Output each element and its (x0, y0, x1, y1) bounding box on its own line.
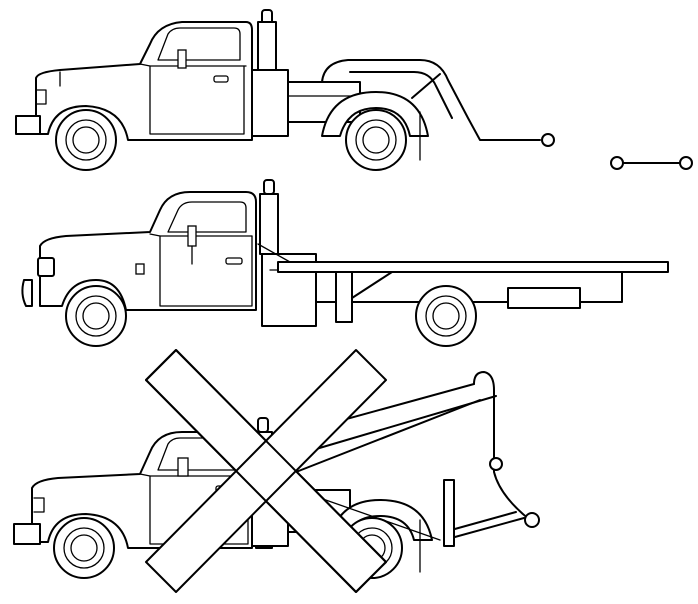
side-mirror (187, 225, 197, 247)
front-wheel (65, 285, 127, 347)
cab-body (35, 21, 253, 141)
flatbed-deck (277, 261, 669, 273)
front-bumper (15, 115, 41, 135)
front-wheel (53, 517, 115, 579)
sling-cable (473, 371, 531, 521)
wheel-lift-tow-truck (15, 9, 555, 171)
bed-support (335, 271, 353, 323)
tow-mast (259, 193, 279, 255)
tow-body (251, 69, 289, 137)
wheel-lift-boom (321, 59, 541, 141)
beacon-light (257, 417, 269, 433)
side-mirror (177, 49, 187, 69)
tow-mast (257, 21, 277, 71)
sling-hook (524, 512, 540, 528)
rear-wheel (415, 285, 477, 347)
rear-wheel (345, 109, 407, 171)
turn-signal (135, 263, 145, 275)
front-bumper (13, 523, 41, 545)
cab-window (167, 201, 247, 233)
rear-fender (321, 91, 429, 137)
door-handle (225, 257, 243, 265)
flatbed-tow-truck (21, 179, 669, 347)
lift-hook (541, 133, 555, 147)
front-wheel (55, 109, 117, 171)
prohibited-x-mark (145, 349, 387, 593)
headlight (37, 257, 55, 277)
beacon-light (263, 179, 275, 195)
pulley (489, 457, 503, 471)
tow-bar (610, 156, 693, 170)
door-outline (149, 65, 245, 135)
sling-post (443, 479, 455, 547)
door-handle (213, 75, 229, 83)
cab-body (39, 191, 257, 311)
side-box (507, 287, 581, 309)
front-bumper (21, 279, 33, 307)
headlight (35, 89, 47, 105)
side-mirror (177, 457, 189, 477)
cab-window (157, 27, 241, 61)
